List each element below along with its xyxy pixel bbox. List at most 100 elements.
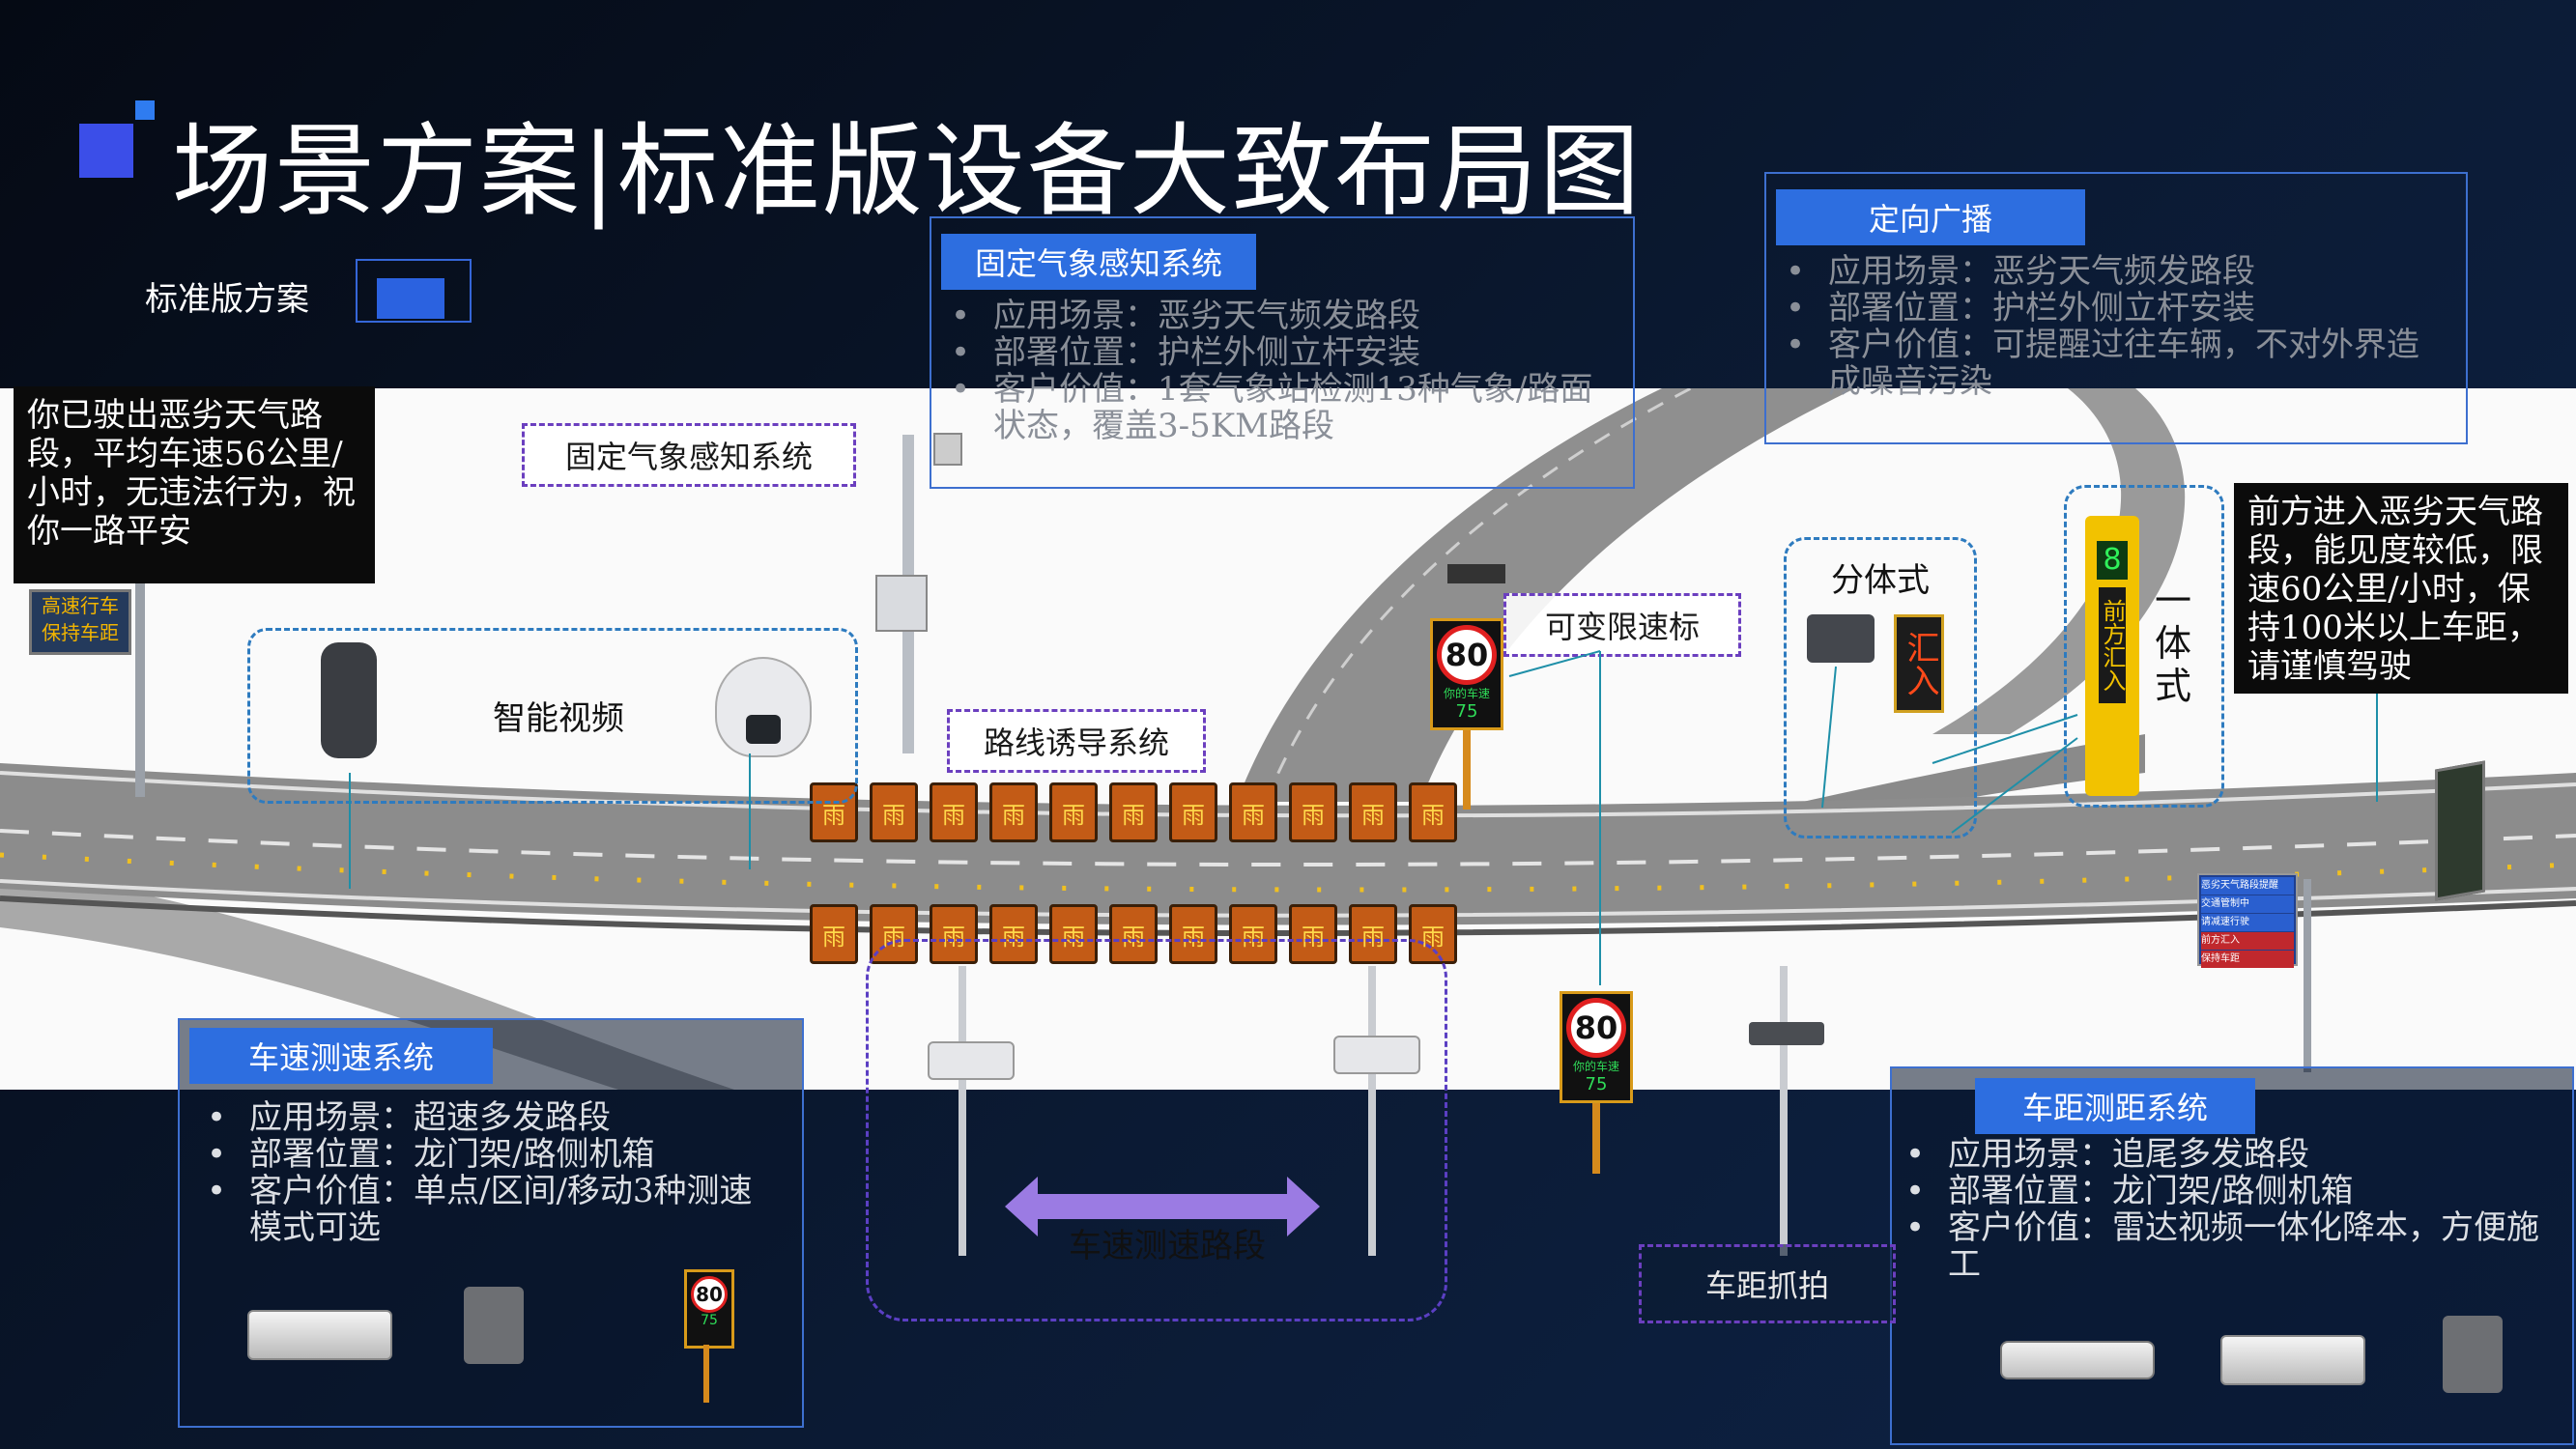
speed-camera-right-icon [1333, 1036, 1420, 1074]
speed-section-label: 车速测速路段 [1069, 1227, 1266, 1265]
integrated-type-label: 一体式 [2155, 580, 2192, 707]
broadcast-deployment: 部署位置：护栏外侧立杆安装 [1772, 290, 2448, 327]
speed-section-zone [866, 939, 1447, 1321]
guidance-sign: 雨 [1049, 782, 1098, 842]
mini-speed-limit: 80 [691, 1276, 728, 1313]
split-type-zone: 分体式 [1784, 537, 1977, 838]
guidance-sign: 雨 [1409, 782, 1457, 842]
guidance-sign: 雨 [1049, 904, 1098, 964]
broadcast-header: 定向广播 [1776, 189, 2085, 245]
weather-system-list: 应用场景：恶劣天气频发路段 部署位置：护栏外侧立杆安装 客户价值：1套气象站检测… [937, 298, 1614, 444]
radar-video-camera-icon [2000, 1341, 2155, 1379]
info-board-line: 请减速行驶 [2201, 914, 2294, 931]
guidance-sign: 雨 [930, 782, 978, 842]
speed-system-header: 车速测速系统 [189, 1028, 493, 1084]
distance-scenario: 应用场景：追尾多发路段 [1892, 1136, 2568, 1173]
weather-system-panel: 固定气象感知系统 应用场景：恶劣天气频发路段 部署位置：护栏外侧立杆安装 客户价… [930, 216, 1635, 489]
speed-sign-pole [1463, 723, 1471, 810]
speed-section-arrow-icon [1005, 1177, 1320, 1236]
distance-pole [1780, 966, 1788, 1256]
info-board-pole [2304, 879, 2311, 1072]
route-guidance-tag: 路线诱导系统 [947, 709, 1206, 773]
subtab-label: 标准版方案 [145, 280, 309, 319]
guidance-sign: 雨 [1169, 904, 1217, 964]
distance-deployment: 部署位置：龙门架/路侧机箱 [1892, 1173, 2568, 1209]
speed-value: 客户价值：单点/区间/移动3种测速模式可选 [193, 1173, 773, 1246]
weather-scenario: 应用场景：恶劣天气频发路段 [937, 298, 1614, 334]
ptz-camera-lens-icon [746, 715, 781, 744]
distance-system-panel: 车距测距系统 应用场景：追尾多发路段 部署位置：龙门架/路侧机箱 客户价值：雷达… [1890, 1066, 2574, 1445]
mini-your-speed: 75 [701, 1313, 718, 1328]
info-board-line: 前方汇入 [2201, 932, 2294, 950]
page-title: 场景方案|标准版设备大致布局图 [172, 112, 1643, 230]
speed-limit-value: 80 [1566, 998, 1626, 1058]
distance-camera-icon [1749, 1022, 1824, 1045]
guidance-sign: 雨 [870, 782, 918, 842]
info-board-line: 交通管制中 [2201, 895, 2294, 913]
speed-caption: 你的车速 [1572, 1060, 1619, 1073]
title-small-square-icon [135, 100, 155, 120]
speed-system-panel: 车速测速系统 应用场景：超速多发路段 部署位置：龙门架/路侧机箱 客户价值：单点… [178, 1018, 804, 1428]
broadcast-list: 应用场景：恶劣天气频发路段 部署位置：护栏外侧立杆安装 客户价值：可提醒过往车辆… [1772, 253, 2448, 400]
bullet-camera-icon [247, 1310, 392, 1360]
subtab-indicator [377, 278, 444, 319]
guidance-sign-row-top: 雨雨雨雨雨雨雨雨雨雨雨 [810, 782, 1457, 842]
guidance-sign: 雨 [1289, 904, 1337, 964]
speed-caption: 你的车速 [1443, 687, 1490, 700]
speed-system-list: 应用场景：超速多发路段 部署位置：龙门架/路侧机箱 客户价值：单点/区间/移动3… [193, 1099, 773, 1246]
your-speed-value: 75 [1585, 1074, 1608, 1094]
speed-limit-value: 80 [1437, 625, 1497, 685]
speed-camera-pole-left [959, 966, 966, 1256]
guidance-sign-row-bottom: 雨雨雨雨雨雨雨雨雨雨雨 [810, 904, 1457, 964]
sign-pole [135, 580, 145, 797]
distance-capture-tag: 车距抓拍 [1639, 1244, 1896, 1323]
integrated-device-text: 前方汇入 [2099, 587, 2126, 703]
variable-speed-sign-lower: 80 你的车速 75 [1560, 991, 1633, 1103]
solar-panel-icon [1447, 564, 1505, 583]
integrated-type-zone [2064, 485, 2224, 808]
guidance-sign: 雨 [1109, 904, 1158, 964]
mini-sign-pole [703, 1345, 709, 1403]
speed-scenario: 应用场景：超速多发路段 [193, 1099, 773, 1136]
vertical-led-board [2435, 760, 2485, 901]
guidance-sign: 雨 [1229, 782, 1277, 842]
weather-system-tag: 固定气象感知系统 [522, 423, 856, 487]
distance-system-list: 应用场景：追尾多发路段 部署位置：龙门架/路侧机箱 客户价值：雷达视频一体化降本… [1892, 1136, 2568, 1283]
broadcast-value: 客户价值：可提醒过往车辆，不对外界造成噪音污染 [1772, 327, 2448, 400]
speed-sign-pole-lower [1592, 1087, 1600, 1174]
radar-unit-icon [2443, 1316, 2503, 1393]
subtab-button[interactable] [356, 259, 472, 323]
guidance-sign: 雨 [1349, 782, 1397, 842]
info-board: 恶劣天气路段提醒交通管制中请减速行驶前方汇入保持车距 [2197, 873, 2298, 968]
radar-unit-icon [464, 1287, 524, 1364]
split-radar-camera-icon [1807, 614, 1875, 663]
exit-message-callout: 你已驶出恶劣天气路段，平均车速56公里/小时，无违法行为，祝你一路平安 [14, 386, 375, 583]
split-merge-sign: 汇入 [1894, 614, 1944, 713]
info-board-line: 保持车距 [2201, 951, 2294, 968]
weather-value: 客户价值：1套气象站检测13种气象/路面状态，覆盖3-5KM路段 [937, 371, 1614, 444]
left-sign-line1: 高速行车 [42, 594, 119, 617]
distance-value: 客户价值：雷达视频一体化降本，方便施工 [1892, 1209, 2568, 1283]
smart-video-zone [247, 628, 858, 804]
weather-deployment: 部署位置：护栏外侧立杆安装 [937, 334, 1614, 371]
mini-speed-sign: 80 75 [684, 1269, 734, 1349]
broadcast-panel: 定向广播 应用场景：恶劣天气频发路段 部署位置：护栏外侧立杆安装 客户价值：可提… [1764, 172, 2468, 444]
guidance-sign: 雨 [1349, 904, 1397, 964]
guidance-sign: 雨 [989, 782, 1038, 842]
entry-message-callout: 前方进入恶劣天气路段，能见度较低，限速60公里/小时，保持100米以上车距，请谨… [2234, 483, 2568, 694]
loop-road [1932, 388, 2186, 734]
guidance-sign: 雨 [810, 904, 858, 964]
bullet-camera-icon [2220, 1335, 2365, 1385]
left-warning-sign: 高速行车 保持车距 [29, 589, 131, 655]
guidance-sign: 雨 [989, 904, 1038, 964]
guidance-sign: 雨 [1289, 782, 1337, 842]
your-speed-value: 75 [1455, 701, 1478, 722]
smart-video-label: 智能视频 [493, 699, 624, 738]
info-board-line: 恶劣天气路段提醒 [2201, 877, 2294, 895]
integrated-device-number: 8 [2097, 541, 2128, 580]
dome-camera-dark-icon [321, 642, 377, 758]
speed-camera-left-icon [928, 1041, 1015, 1080]
guidance-sign: 雨 [1109, 782, 1158, 842]
weather-station-box [875, 575, 928, 632]
guidance-sign: 雨 [930, 904, 978, 964]
